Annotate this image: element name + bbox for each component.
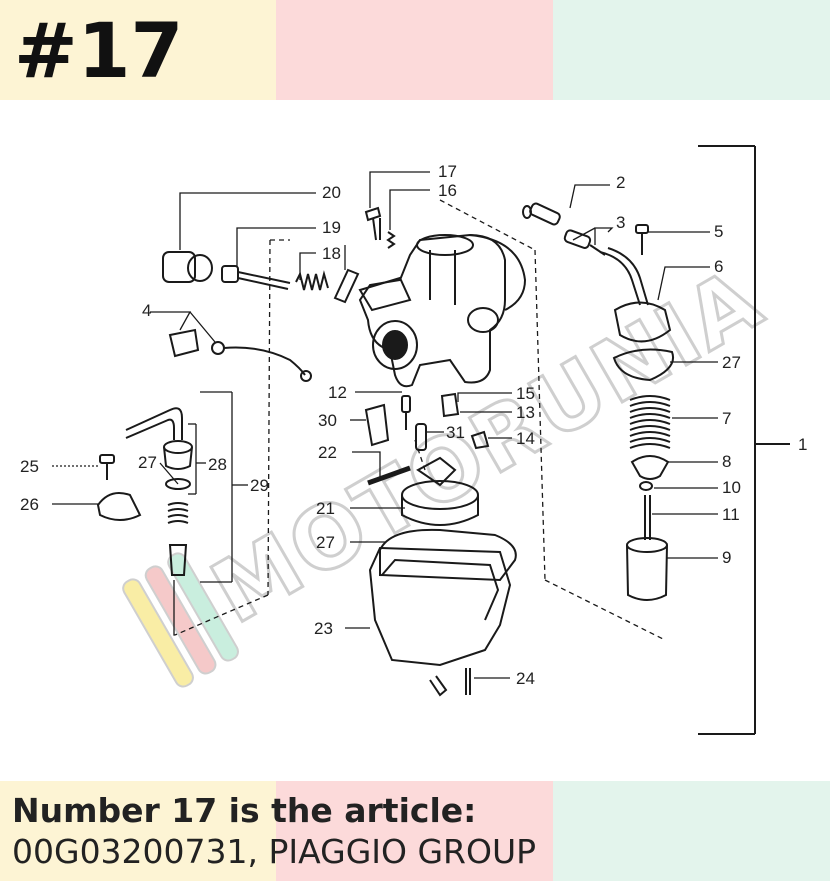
bottom-color-band xyxy=(0,781,830,881)
float-bowl-part-23 xyxy=(368,546,512,697)
jet-part-15 xyxy=(440,392,460,418)
callout-11: 11 xyxy=(722,505,740,524)
screw-part-17 xyxy=(364,206,382,241)
callout-5: 5 xyxy=(714,222,723,241)
article-number: 00G03200731, PIAGGIO GROUP xyxy=(12,832,537,871)
callout-2: 2 xyxy=(616,173,625,192)
callout-29: 29 xyxy=(250,476,269,495)
callout-23: 23 xyxy=(314,619,333,638)
seal-part-27-choke xyxy=(165,478,191,490)
cable-guide-part-6 xyxy=(599,247,672,343)
exploded-parts-diagram: MOTORUNIA xyxy=(20,145,807,735)
callout-21: 21 xyxy=(316,499,335,518)
fitting-part-2 xyxy=(522,202,561,226)
sensor-part-4 xyxy=(168,328,312,382)
needle-jet-part-31 xyxy=(415,423,427,451)
callout-6: 6 xyxy=(714,257,723,276)
band-segment-green xyxy=(553,0,830,100)
callout-22: 22 xyxy=(318,443,337,462)
callout-16: 16 xyxy=(438,181,457,200)
callout-12: 12 xyxy=(328,383,347,402)
page-title: #17 xyxy=(14,6,184,95)
bracket-assembly-29 xyxy=(200,391,248,583)
callout-8: 8 xyxy=(722,452,731,471)
choke-pin xyxy=(168,544,188,576)
callout-9: 9 xyxy=(722,548,731,567)
pin-part-22 xyxy=(367,465,411,486)
callout-27-top: 27 xyxy=(722,353,741,372)
watermark-stripe-yellow xyxy=(122,578,194,688)
bracket-assembly-1 xyxy=(698,145,790,735)
screw-part-14 xyxy=(470,430,490,450)
carburetor-body xyxy=(358,233,527,388)
screw-part-24 xyxy=(465,668,471,695)
spring-part-18 xyxy=(295,270,329,291)
callout-4: 4 xyxy=(142,301,151,320)
choke-spring xyxy=(167,502,189,524)
jet-part-12 xyxy=(401,395,411,430)
callout-7: 7 xyxy=(722,409,731,428)
band-segment-yellow xyxy=(0,0,276,100)
retainer-part-8 xyxy=(630,455,670,480)
callout-14: 14 xyxy=(516,429,535,448)
article-heading: Number 17 is the article: xyxy=(12,791,477,830)
choke-tube xyxy=(125,407,183,440)
clip-part-10 xyxy=(639,481,653,491)
screw-part-25 xyxy=(99,454,115,480)
callout-15: 15 xyxy=(516,384,535,403)
watermark-stripe-green xyxy=(167,552,239,662)
callout-18: 18 xyxy=(322,244,341,263)
callout-24: 24 xyxy=(516,669,535,688)
gasket-part-27-bowl xyxy=(379,528,517,582)
leader-lines xyxy=(52,171,718,679)
callout-10: 10 xyxy=(722,478,741,497)
callout-31: 31 xyxy=(446,423,465,442)
callout-19: 19 xyxy=(322,218,341,237)
dashed-reference-lines xyxy=(174,199,666,641)
small-spring-part-16 xyxy=(386,231,396,249)
callout-27-choke: 27 xyxy=(138,453,157,472)
callout-30: 30 xyxy=(318,411,337,430)
needle-part-11 xyxy=(644,495,651,540)
cap-part-20 xyxy=(162,251,213,283)
callout-labels: 1 2 3 4 5 6 7 8 9 10 11 12 13 14 15 16 1… xyxy=(20,162,807,688)
washer-part-18 xyxy=(333,268,360,304)
float-part-21 xyxy=(401,456,479,526)
callout-13: 13 xyxy=(516,403,535,422)
band-segment-yellow xyxy=(0,781,276,881)
throttle-valve-part-9 xyxy=(626,537,668,601)
gasket-part-27-top xyxy=(612,348,674,382)
screw-part-5 xyxy=(635,224,649,255)
choke-plunger-part-28 xyxy=(163,440,193,470)
nozzle-part-30 xyxy=(364,403,390,447)
top-color-band xyxy=(0,0,830,100)
spring-part-7 xyxy=(629,395,671,449)
callout-26: 26 xyxy=(20,495,39,514)
callout-20: 20 xyxy=(322,183,341,202)
callout-25: 25 xyxy=(20,457,39,476)
idle-screw-part-19 xyxy=(221,265,291,290)
callout-1: 1 xyxy=(798,435,807,454)
watermark-stripe-pink xyxy=(144,565,217,675)
band-segment-green xyxy=(553,781,830,881)
callout-3: 3 xyxy=(616,213,625,232)
clip-part-26 xyxy=(96,492,142,521)
band-segment-pink xyxy=(276,781,553,881)
callout-27-bowl: 27 xyxy=(316,533,335,552)
bracket-assembly-28 xyxy=(188,423,206,495)
band-segment-pink xyxy=(276,0,553,100)
callout-28: 28 xyxy=(208,455,227,474)
callout-17: 17 xyxy=(438,162,457,181)
